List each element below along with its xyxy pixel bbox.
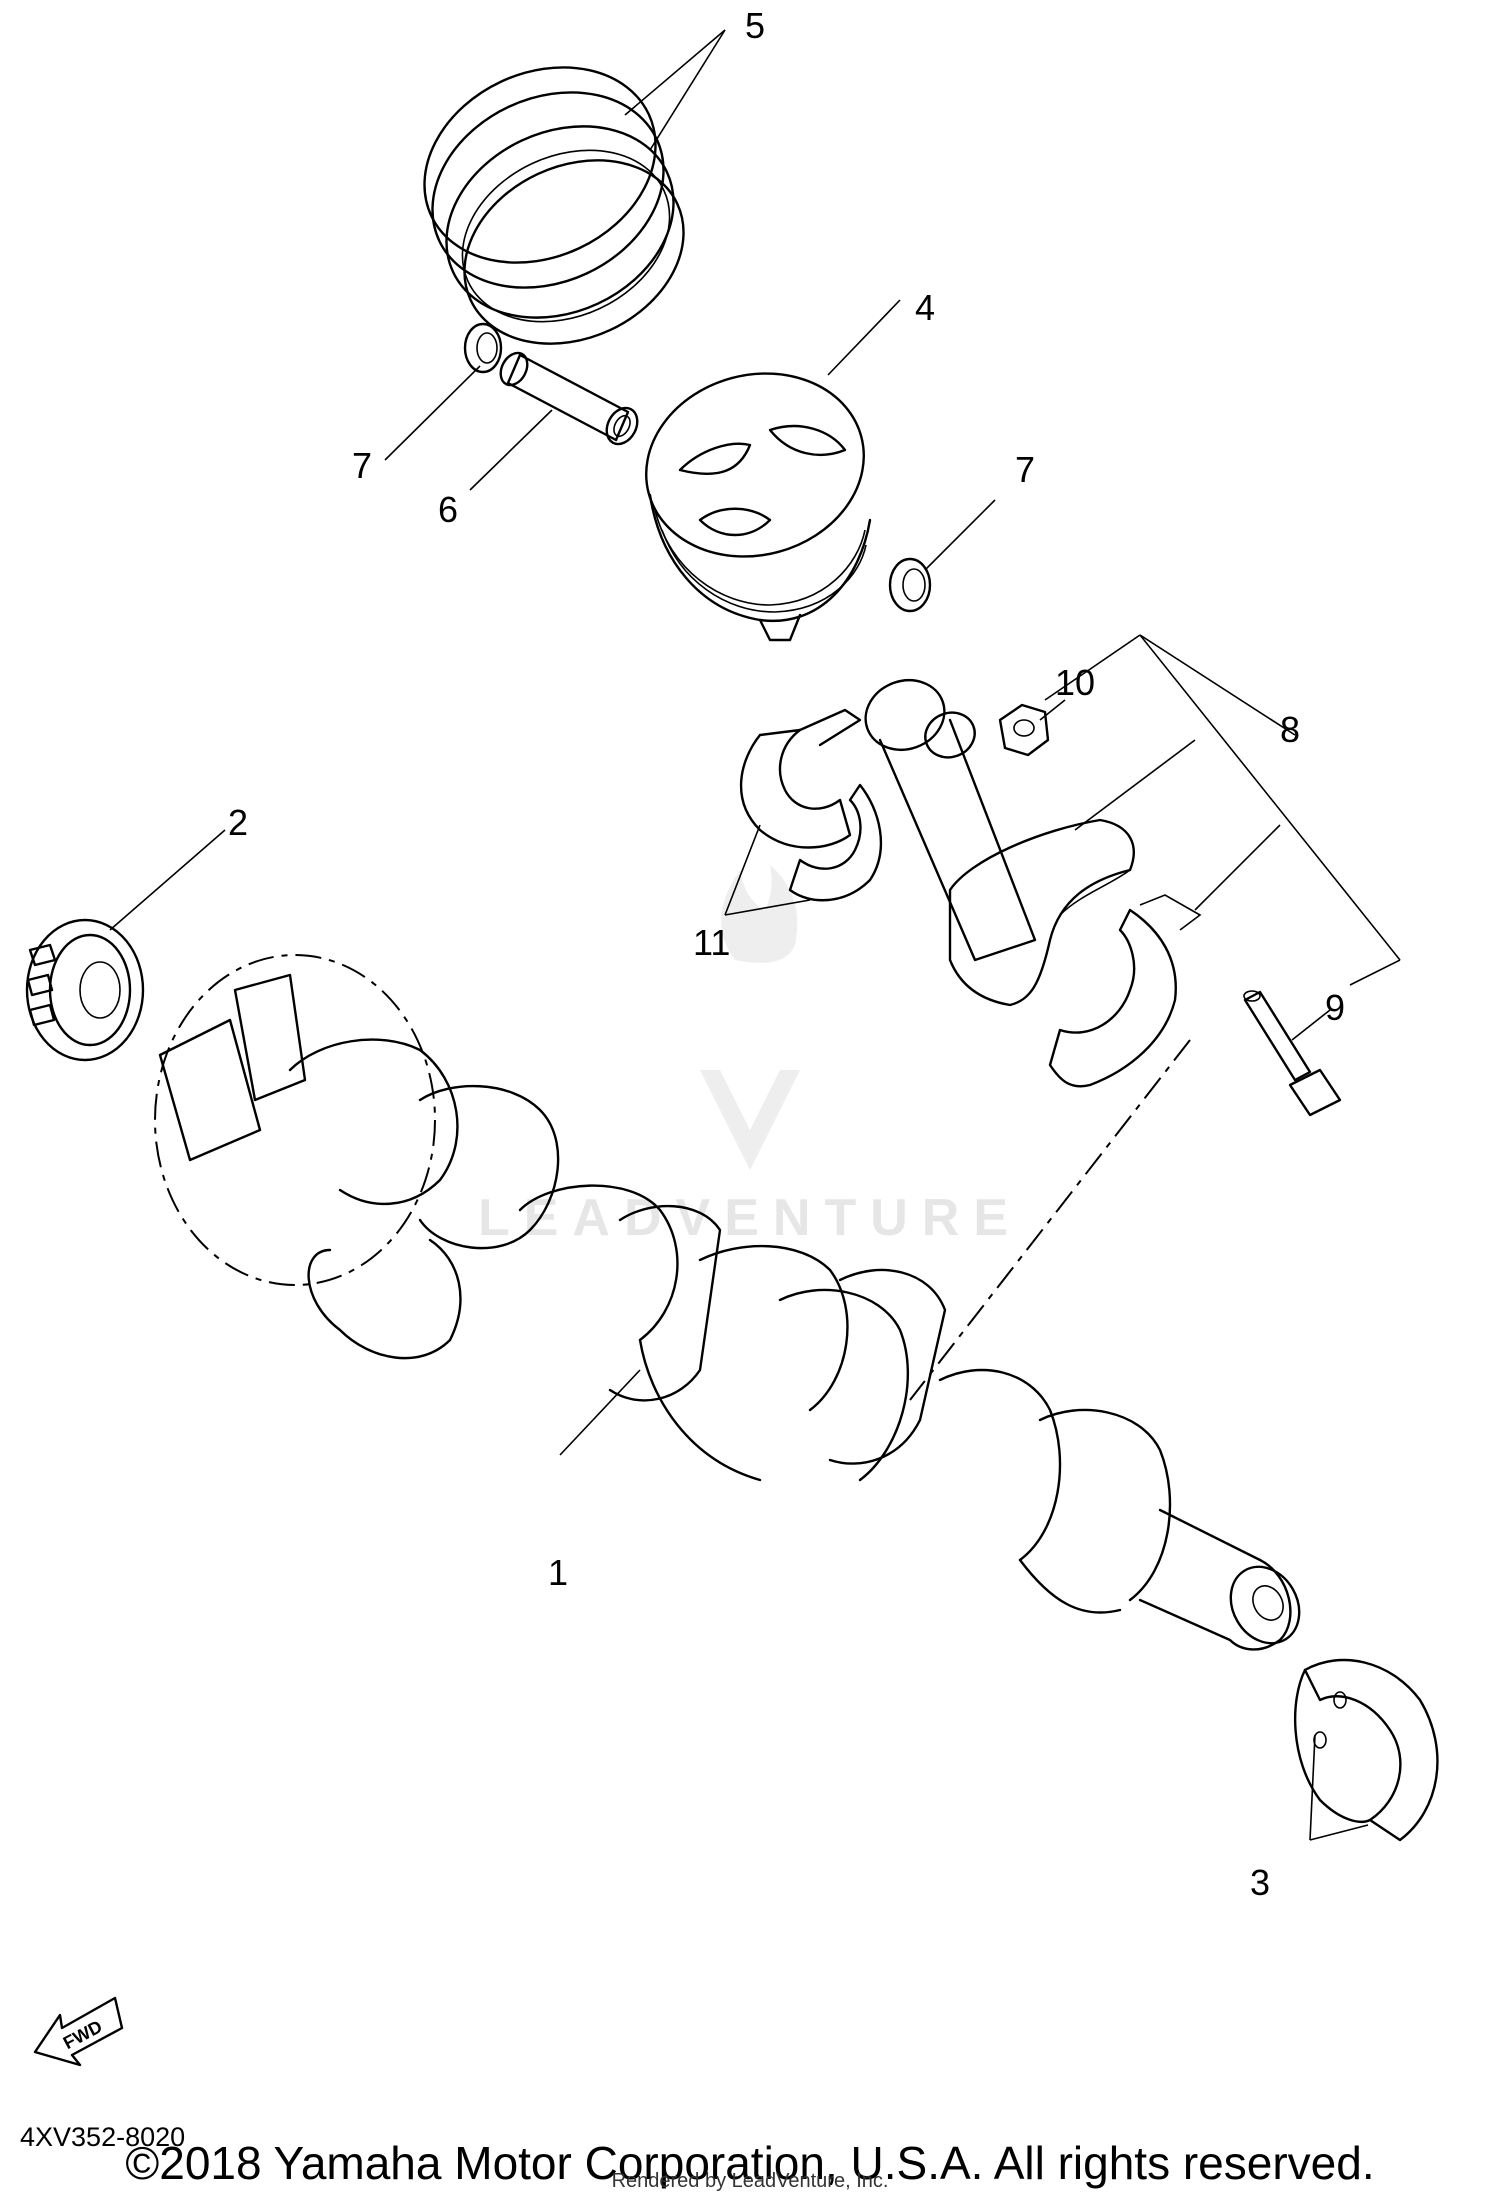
callout-7-right: 7 [1015, 449, 1035, 490]
circlip-left-drawing [463, 322, 503, 374]
callout-8: 8 [1280, 709, 1300, 750]
v-logo-icon [700, 1070, 800, 1170]
callout-1: 1 [548, 1552, 568, 1593]
callout-7-left: 7 [352, 445, 372, 486]
callout-4: 4 [915, 287, 935, 328]
conrod-nut-drawing [998, 703, 1050, 757]
leadventure-watermark: LEADVENTURE [478, 865, 1022, 1247]
leader-lines [109, 29, 1401, 1841]
crankshaft-drawing [154, 954, 1301, 1651]
fwd-arrow: FWD [33, 1996, 124, 2067]
flame-logo-icon [721, 865, 798, 963]
conrod-bolt-drawing [1243, 990, 1342, 1117]
conrod-bearings-drawing [739, 708, 883, 902]
crank-gear-drawing [25, 918, 145, 1062]
callout-10: 10 [1055, 662, 1095, 703]
conrod-cap-drawing [1048, 894, 1202, 1088]
copyright-notice: ©2018 Yamaha Motor Corporation, U.S.A. A… [125, 2137, 1375, 2189]
connecting-rod-drawing [864, 679, 1135, 1007]
assembly-centerline [909, 1039, 1191, 1401]
watermark-text: LEADVENTURE [478, 1189, 1022, 1247]
callout-3: 3 [1250, 1862, 1270, 1903]
callout-2: 2 [228, 802, 248, 843]
rendered-by-notice: Rendered by LeadVenture, Inc. [611, 2170, 889, 2192]
piston-rings-drawing [423, 66, 685, 345]
part-code: 4XV352-8020 [20, 2122, 186, 2152]
callout-5: 5 [745, 5, 765, 46]
callout-11: 11 [693, 922, 730, 963]
callout-6: 6 [438, 489, 458, 530]
piston-drawing [645, 372, 872, 642]
callout-labels: 1 2 3 4 5 6 7 7 8 9 10 11 [228, 5, 1345, 1903]
fwd-label: FWD [60, 2016, 106, 2053]
circlip-right-drawing [888, 557, 932, 613]
main-bearing-drawing [1293, 1658, 1439, 1842]
callout-9: 9 [1325, 987, 1345, 1028]
piston-pin-drawing [499, 351, 639, 446]
